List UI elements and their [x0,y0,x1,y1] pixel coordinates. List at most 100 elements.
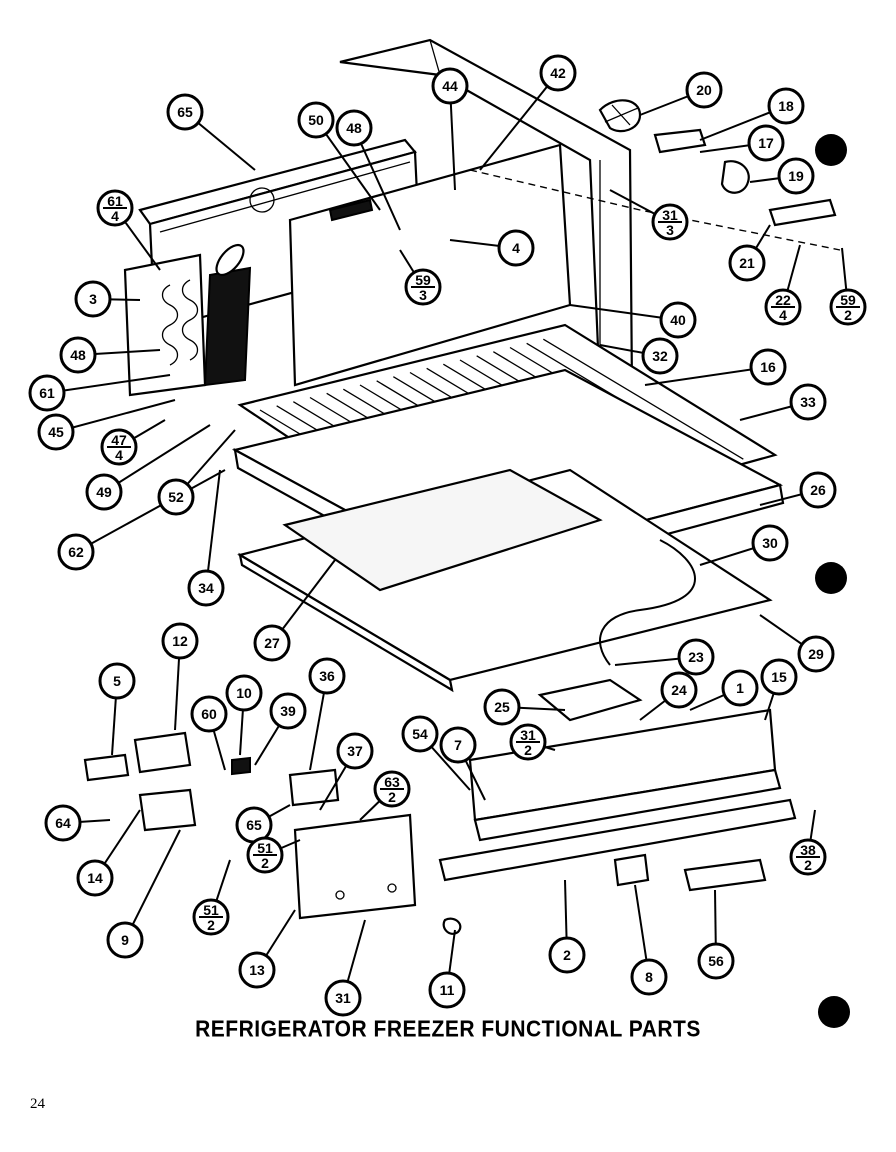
callout-circle [483,688,521,726]
callout-5: 5 [98,662,136,700]
callout-number: 34 [198,580,214,596]
callout-number: 33 [800,394,816,410]
callout-circle [269,692,307,730]
callout-31b: 31 [324,979,362,1017]
callout-number: 10 [236,685,252,701]
registration-marks [815,134,850,1028]
callout-circle [799,471,837,509]
callout-circle [238,951,276,989]
callout-31-3: 313 [651,203,689,241]
callout-44: 44 [431,67,469,105]
callout-number: 21 [739,255,755,271]
callout-circle [659,301,697,339]
callout-number: 11 [440,982,455,998]
callout-circle [539,54,577,92]
callout-number: 44 [442,78,458,94]
callout-45: 45 [37,413,75,451]
callout-number: 50 [308,112,324,128]
callout-circle [85,473,123,511]
leader-line [124,829,181,941]
callout-number: 42 [550,65,566,81]
callout-circle [106,921,144,959]
callout-circle [324,979,362,1017]
callout-50: 50 [297,101,335,139]
callout-number: 22 [775,292,791,308]
callout-number: 26 [810,482,826,498]
callout-1: 1 [721,669,759,707]
control-housing [438,678,797,882]
callout-number: 38 [800,842,816,858]
page-number: 24 [30,1096,45,1112]
callout-quantity: 2 [388,789,396,805]
callout-3: 3 [74,280,112,318]
callout-number: 2 [563,947,571,963]
callout-circle [336,732,374,770]
callout-circle [760,658,798,696]
callout-quantity: 4 [779,307,787,323]
callout-number: 16 [760,359,776,375]
callout-number: 47 [111,432,127,448]
callout-25: 25 [483,688,521,726]
callout-number: 52 [168,489,184,505]
callout-11: 11 [428,971,466,1009]
callout-13: 13 [238,951,276,989]
callout-number: 31 [335,990,351,1006]
small-components [83,731,767,935]
callout-48a: 48 [335,109,373,147]
callout-number: 23 [688,649,704,665]
callout-circle [697,942,735,980]
callout-circle [767,87,805,125]
callout-21: 21 [728,244,766,282]
callout-quantity: 4 [115,447,123,463]
callout-32: 32 [641,337,679,375]
callout-number: 61 [107,193,123,209]
leader-line [46,374,171,394]
callout-16: 16 [749,348,787,386]
callout-65a: 65 [166,93,204,131]
callout-number: 32 [652,348,668,364]
callout-number: 56 [708,953,724,969]
callout-number: 13 [249,962,265,978]
callout-30: 30 [751,524,789,562]
callout-number: 62 [68,544,84,560]
callout-number: 15 [771,669,787,685]
callout-29: 29 [797,635,835,673]
registration-dot [818,996,850,1028]
callout-circle [37,413,75,451]
callout-circle [44,804,82,842]
callout-60: 60 [190,695,228,733]
callout-number: 36 [319,668,335,684]
callout-circle [685,71,723,109]
callout-circle [677,638,715,676]
callout-circle [777,157,815,195]
callout-circle [98,662,136,700]
callout-number: 48 [346,120,362,136]
callout-number: 7 [454,737,462,753]
callout-62: 62 [57,533,95,571]
callout-number: 27 [264,635,280,651]
callout-36: 36 [308,657,346,695]
leader-line [479,72,559,171]
callout-27: 27 [253,624,291,662]
callout-circle [630,958,668,996]
leader-line [205,469,221,589]
callout-number: 59 [840,292,856,308]
callout-40: 40 [659,301,697,339]
diagram-title: REFRIGERATOR FREEZER FUNCTIONAL PARTS [195,1016,701,1043]
callout-number: 48 [70,347,86,363]
callout-number: 4 [512,240,520,256]
callout-8: 8 [630,958,668,996]
callout-circle [497,229,535,267]
callout-circle [431,67,469,105]
leader-line [353,127,401,231]
callout-number: 37 [347,743,363,759]
callout-64: 64 [44,804,82,842]
registration-dot [815,134,847,166]
callout-circle [57,533,95,571]
callout-14: 14 [76,859,114,897]
callout-number: 1 [736,680,744,696]
callout-quantity: 3 [666,222,674,238]
callout-circle [641,337,679,375]
callout-9: 9 [106,921,144,959]
